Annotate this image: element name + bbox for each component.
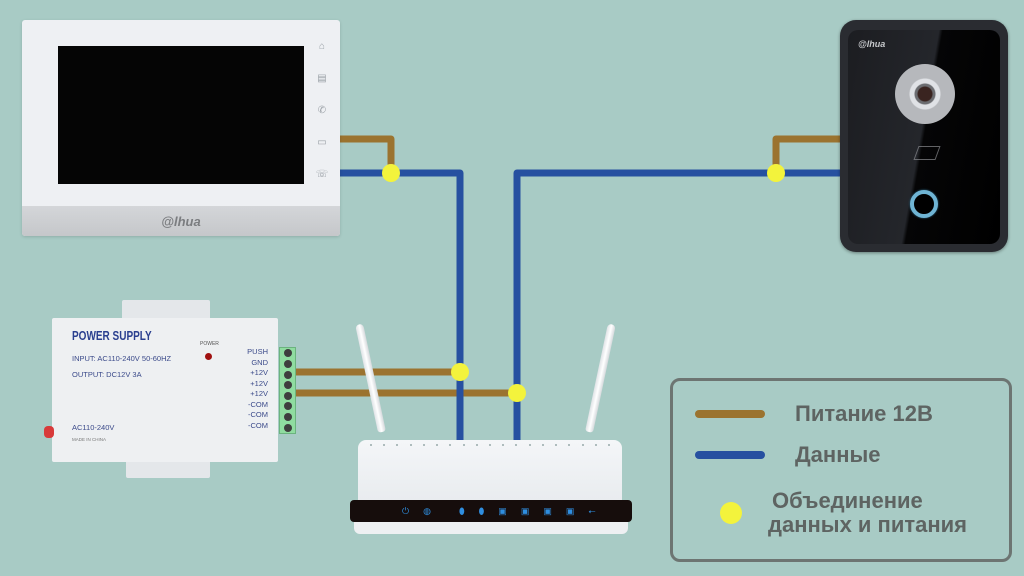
power-wire-doorstation — [772, 135, 842, 173]
lan-port-icon: ▣ — [520, 505, 530, 516]
terminal-label: +12V — [250, 368, 268, 377]
menu-icon: ▤ — [317, 73, 327, 84]
wifi-5-icon: ⬮ — [478, 505, 485, 516]
router: ⏻ ◍ ⬮ ⬮ ▣ ▣ ▣ ▣ ⭠ — [350, 440, 632, 540]
monitor-side-buttons: ⌂ ▤ ✆ ▭ ☏ — [314, 42, 330, 180]
psu-ac-label: AC110-240V — [72, 423, 115, 432]
legend-label-junction-line2: данных и питания — [768, 512, 968, 537]
vent-dot — [555, 444, 558, 446]
vent-dot — [436, 444, 439, 446]
terminal-screw — [283, 359, 292, 368]
terminal-label: GND — [251, 357, 268, 367]
card-reader-icon — [913, 146, 941, 160]
vent-dot — [488, 444, 491, 446]
psu-mount-bracket-top — [122, 300, 210, 322]
legend-item-data: Данные — [695, 443, 881, 467]
router-indicator-panel: ⏻ ◍ ⬮ ⬮ ▣ ▣ ▣ ▣ ⭠ — [350, 500, 632, 522]
terminal-screw — [283, 402, 292, 411]
power-icon: ⏻ — [402, 505, 410, 516]
junction-dot-router-2 — [508, 384, 526, 402]
door-station-brand-logo: @lhua — [858, 39, 886, 49]
monitor-screen — [58, 46, 304, 184]
fuse-icon — [44, 426, 54, 438]
vent-dot — [607, 444, 610, 446]
vent-dot — [396, 444, 399, 446]
legend-swatch-power — [695, 410, 765, 418]
vent-dot — [528, 444, 531, 446]
router-body — [358, 440, 622, 500]
vent-dot — [409, 444, 412, 446]
door-station: @lhua — [840, 20, 1008, 252]
legend-swatch-junction — [720, 502, 742, 524]
vent-dot — [370, 444, 372, 446]
usb-icon: ⭠ — [588, 505, 596, 516]
terminal-label: -COM — [248, 410, 268, 419]
legend-label-data: Данные — [795, 442, 881, 467]
legend-swatch-data — [695, 451, 765, 459]
vent-dot — [475, 444, 478, 446]
terminal-screw — [283, 370, 292, 379]
lan-port-icon: ▣ — [543, 505, 552, 516]
vent-dot — [581, 444, 584, 446]
lan-port-icon: ▣ — [565, 505, 575, 516]
router-vents — [370, 444, 610, 446]
internet-icon: ◍ — [423, 505, 431, 516]
monitor-bezel: @lhua — [22, 206, 340, 236]
legend-item-power: Питание 12В — [695, 402, 933, 426]
terminal-label: -COM — [248, 399, 268, 409]
power-led-icon — [205, 353, 212, 360]
monitor-brand-logo: @lhua — [161, 214, 201, 229]
terminal-label: +12V — [250, 389, 268, 398]
junction-dot-monitor — [382, 164, 400, 182]
unlock-icon: ⌂ — [318, 41, 326, 52]
lan-port-icon: ▣ — [498, 505, 507, 516]
legend: Питание 12В Данные Объединение данных и … — [670, 378, 1012, 562]
terminal-label: PUSH — [247, 347, 268, 356]
terminal-screw — [283, 381, 292, 390]
terminal-screw — [283, 349, 292, 358]
camera-icon: ▭ — [317, 137, 327, 148]
indoor-monitor: ⌂ ▤ ✆ ▭ ☏ @lhua — [22, 20, 340, 236]
call-button — [910, 190, 938, 218]
power-supply: POWER SUPPLY INPUT: AC110-240V 50-60HZ O… — [44, 318, 278, 462]
door-station-face: @lhua — [848, 30, 1000, 244]
hangup-icon: ☏ — [315, 169, 329, 180]
legend-item-junction: Объединение данных и питания — [720, 489, 967, 537]
terminal-label: -COM — [248, 420, 268, 430]
terminal-screw — [283, 391, 292, 400]
junction-dot-doorstation — [767, 164, 785, 182]
data-wire-doorstation — [513, 169, 842, 445]
camera-icon — [895, 64, 955, 124]
psu-title: POWER SUPPLY — [72, 330, 152, 344]
vent-dot — [568, 444, 571, 446]
vent-dot — [449, 444, 452, 446]
psu-power-label: POWER — [200, 341, 219, 347]
terminal-label: +12V — [250, 378, 268, 388]
legend-label-junction-line1: Объединение — [772, 488, 923, 513]
wifi-24-icon: ⬮ — [458, 505, 465, 516]
vent-dot — [502, 444, 505, 446]
vent-dot — [541, 444, 544, 446]
power-wire-monitor — [340, 135, 395, 173]
junction-dot-router-1 — [451, 363, 469, 381]
vent-dot — [422, 444, 425, 446]
legend-label-junction: Объединение данных и питания — [768, 488, 967, 537]
router-base — [354, 522, 628, 534]
vent-dot — [383, 444, 386, 446]
psu-output-spec: OUTPUT: DC12V 3A — [72, 370, 142, 379]
psu-terminal-labels: PUSH GND +12V +12V +12V -COM -COM -COM — [242, 347, 268, 431]
vent-dot — [515, 444, 518, 446]
legend-label-power: Питание 12В — [795, 401, 933, 426]
vent-dot — [462, 444, 465, 446]
vent-dot — [594, 444, 597, 446]
terminal-screw — [283, 423, 292, 432]
psu-terminal-block — [279, 347, 296, 434]
call-icon: ✆ — [317, 105, 327, 116]
psu-mount-bracket-bottom — [126, 458, 210, 478]
data-wire-monitor — [340, 169, 464, 445]
psu-made-in: MADE IN CHINA — [72, 437, 107, 442]
terminal-screw — [283, 413, 292, 422]
psu-input-spec: INPUT: AC110-240V 50-60HZ — [72, 354, 172, 363]
